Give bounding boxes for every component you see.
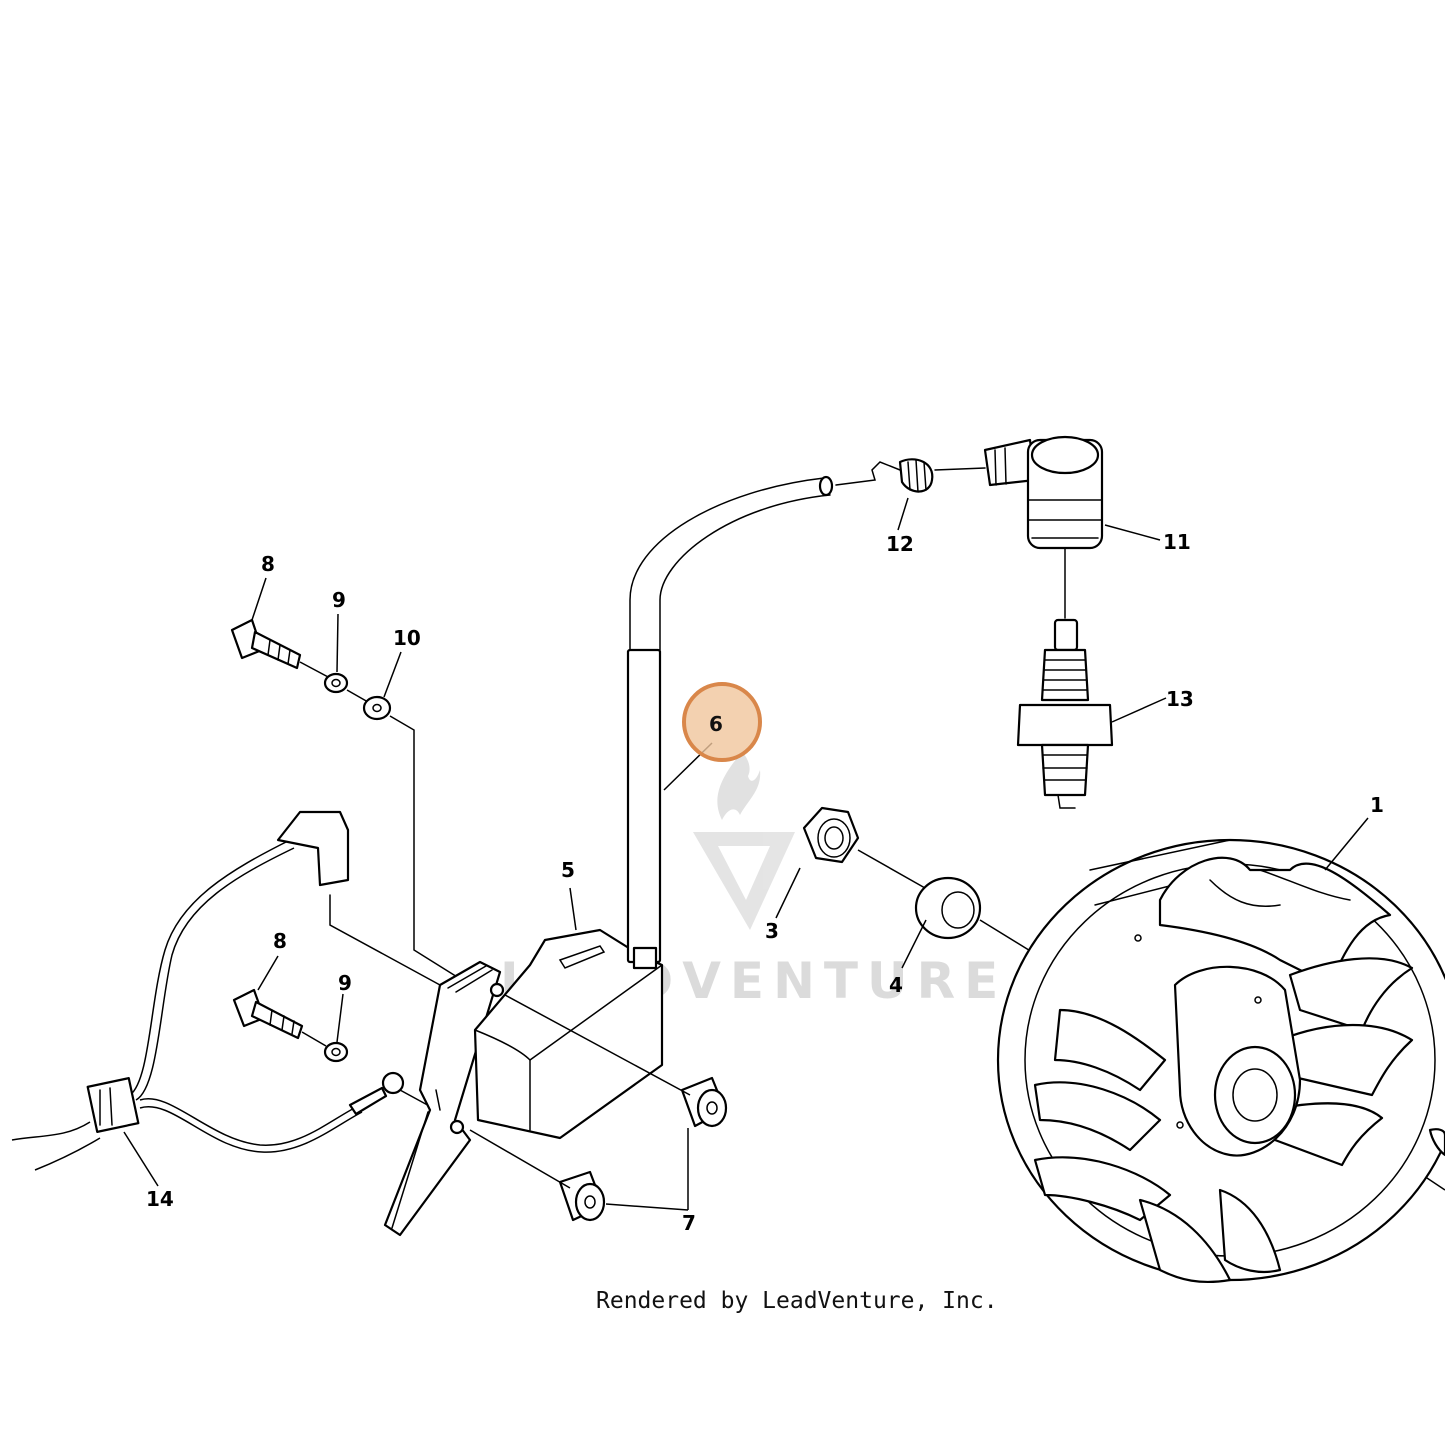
callout-1[interactable]: 1 bbox=[1370, 793, 1384, 817]
callout-5[interactable]: 5 bbox=[561, 858, 575, 882]
watermark-flame-icon bbox=[717, 752, 761, 820]
callout-9-lower[interactable]: 9 bbox=[338, 971, 352, 995]
nut-3[interactable] bbox=[802, 806, 860, 864]
spring-clip-12[interactable] bbox=[835, 458, 986, 493]
spark-plug-boot-11[interactable] bbox=[983, 435, 1104, 619]
washer-9-lower[interactable] bbox=[323, 1041, 349, 1063]
wire-harness-14[interactable] bbox=[11, 810, 441, 1171]
callout-13[interactable]: 13 bbox=[1166, 687, 1194, 711]
highlight-circle bbox=[682, 682, 762, 762]
leader-lines bbox=[123, 497, 1369, 1211]
bolt-8-upper[interactable] bbox=[230, 618, 302, 670]
highlight-marker-6[interactable] bbox=[682, 682, 762, 762]
washer-4[interactable] bbox=[914, 876, 982, 940]
washer-9-upper[interactable] bbox=[323, 672, 349, 694]
spark-plug-wire-6[interactable] bbox=[629, 475, 834, 651]
callout-4[interactable]: 4 bbox=[889, 973, 903, 997]
callout-3[interactable]: 3 bbox=[765, 919, 779, 943]
callout-labels: 1 3 4 5 6 7 8 8 9 9 10 11 12 13 14 bbox=[146, 530, 1384, 1235]
washer-10[interactable] bbox=[362, 695, 392, 721]
callout-6[interactable]: 6 bbox=[709, 712, 723, 736]
spark-plug-13[interactable] bbox=[1016, 618, 1114, 809]
callout-14[interactable]: 14 bbox=[146, 1187, 174, 1211]
callout-10[interactable]: 10 bbox=[393, 626, 421, 650]
flywheel-1[interactable] bbox=[996, 838, 1445, 1284]
credit-text: Rendered by LeadVenture, Inc. bbox=[596, 1288, 998, 1314]
spacer-7-upper[interactable] bbox=[680, 1076, 728, 1128]
callout-8-lower[interactable]: 8 bbox=[273, 929, 287, 953]
callout-9-upper[interactable]: 9 bbox=[332, 588, 346, 612]
bolt-8-lower[interactable] bbox=[232, 988, 304, 1040]
callout-11[interactable]: 11 bbox=[1163, 530, 1191, 554]
ignition-module-5[interactable] bbox=[383, 648, 664, 1237]
callout-8-upper[interactable]: 8 bbox=[261, 552, 275, 576]
callout-7[interactable]: 7 bbox=[682, 1211, 696, 1235]
spacer-7-lower[interactable] bbox=[558, 1170, 606, 1222]
watermark-v-logo-icon bbox=[693, 832, 795, 930]
callout-12[interactable]: 12 bbox=[886, 532, 914, 556]
